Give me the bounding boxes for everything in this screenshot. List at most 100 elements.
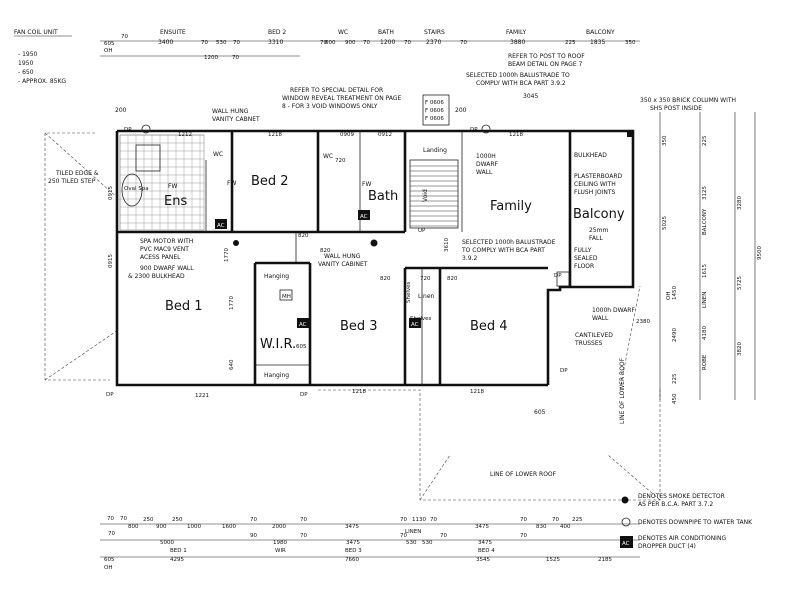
fan-coil-line: - 1950 <box>18 51 38 58</box>
dim-text: 70 <box>201 40 208 46</box>
svg-text:1770: 1770 <box>224 248 230 262</box>
svg-text:3475: 3475 <box>475 524 489 530</box>
dwarf-wall-note: 900 DWARF WALL & 2300 BULKHEAD <box>128 265 196 280</box>
fan-coil-line: - APPROX. 85KG <box>18 78 66 85</box>
dim-text: 70 <box>232 55 239 61</box>
downpipe-icon: DP DP DP DP <box>106 273 568 398</box>
smoke-detector-icon <box>233 240 239 246</box>
void-window-box <box>422 94 450 126</box>
svg-text:DENOTES AIR CONDITIONING: DENOTES AIR CONDITIONING DROPPER DUCT (4… <box>638 535 728 550</box>
legend-ac: AC DENOTES AIR CONDITIONING DROPPER DUCT… <box>620 535 728 550</box>
svg-text:225: 225 <box>572 517 583 523</box>
svg-text:LINEN: LINEN <box>405 529 421 535</box>
dim-text: 1200 <box>204 55 218 61</box>
bulkhead-note: BULKHEAD <box>574 152 607 159</box>
plan-window-dims: 1212 1218 0909 0912 1218 0915 0915 1221 … <box>108 132 650 399</box>
svg-text:DP: DP <box>554 273 562 279</box>
lower-roof-side-note: LINE OF LOWER ROOF <box>619 357 626 424</box>
svg-text:1218: 1218 <box>470 389 484 395</box>
room-bed3: Bed 3 <box>340 319 378 334</box>
svg-text:FW: FW <box>168 183 177 190</box>
svg-text:1525: 1525 <box>546 557 560 563</box>
staircase: Landing UP <box>409 147 459 234</box>
dim-text: 70 <box>404 40 411 46</box>
svg-text:225: 225 <box>672 373 678 384</box>
svg-text:0912: 0912 <box>378 132 392 138</box>
svg-text:FW: FW <box>227 180 236 187</box>
svg-text:3820: 3820 <box>737 342 743 356</box>
room-wir: W.I.R. <box>260 337 296 352</box>
svg-text:820: 820 <box>298 233 309 239</box>
dim-label: BED 2 <box>268 29 286 36</box>
dim-label: ENSUITE <box>160 29 186 36</box>
spa-motor-note: SPA MOTOR WITH PVC MAC9 VENT ACESS PANEL <box>140 238 195 261</box>
svg-text:70: 70 <box>552 517 559 523</box>
dim-label: STAIRS <box>424 29 445 36</box>
svg-text:OH: OH <box>104 565 112 571</box>
fan-coil-line: 1950 <box>18 60 33 67</box>
tiled-edge-note: TILED EDGE & 250 TILED STEP <box>48 170 100 185</box>
svg-text:450: 450 <box>672 393 678 404</box>
ac-icon: AC <box>297 318 309 328</box>
downpipe-icon <box>621 517 631 527</box>
svg-text:1980: 1980 <box>273 540 287 546</box>
fan-coil-note: FAN COIL UNIT - 1950 1950 - 650 - APPROX… <box>14 29 72 85</box>
svg-text:3475: 3475 <box>478 540 492 546</box>
svg-text:605: 605 <box>104 557 115 563</box>
svg-text:70: 70 <box>440 533 447 539</box>
room-balcony: Balcony <box>573 207 625 222</box>
room-ens: Ens <box>164 194 187 209</box>
dim-text: OH <box>104 48 112 54</box>
dim-text: 350 <box>625 40 636 46</box>
svg-text:70: 70 <box>250 517 257 523</box>
stairs-up-label: UP <box>418 228 426 234</box>
room-bed2: Bed 2 <box>251 174 289 189</box>
svg-text:5000: 5000 <box>160 540 174 546</box>
svg-text:OH: OH <box>666 292 672 300</box>
svg-text:AC: AC <box>360 214 368 220</box>
spa-label: Oval Spa <box>124 186 149 192</box>
svg-text:70: 70 <box>300 533 307 539</box>
dim-label: BATH <box>378 29 394 36</box>
fall-note: 25mm FALL <box>589 227 610 242</box>
svg-text:1770: 1770 <box>229 296 235 310</box>
roof-lines <box>44 132 661 501</box>
svg-text:WIR: WIR <box>275 548 286 554</box>
dim-text: 1835 <box>590 39 605 46</box>
dim-label: BALCONY <box>586 29 615 36</box>
dim-text: 70 <box>363 40 370 46</box>
svg-text:BED 4: BED 4 <box>478 548 495 554</box>
dim-text: 2370 <box>426 39 441 46</box>
ensuite-shower <box>135 144 161 172</box>
dim-text: 200 <box>115 107 127 114</box>
drain-icon <box>556 271 570 287</box>
svg-text:3280: 3280 <box>737 196 743 210</box>
svg-text:70: 70 <box>520 517 527 523</box>
svg-text:3475: 3475 <box>346 540 360 546</box>
svg-text:3475: 3475 <box>345 524 359 530</box>
legend-downpipe: DENOTES DOWNPIPE TO WATER TANK <box>621 517 753 527</box>
dim-text: 605 <box>534 409 546 416</box>
top-annotations: REFER TO SPECIAL DETAIL FOR WINDOW REVEA… <box>115 53 736 126</box>
svg-text:820: 820 <box>447 276 458 282</box>
svg-text:70: 70 <box>300 517 307 523</box>
dwarf-1000-note: 1000H DWARF WALL <box>476 153 500 176</box>
manhole-icon <box>279 289 293 301</box>
dim-text: 3610 <box>444 238 450 252</box>
ac-icon: AC <box>215 219 227 229</box>
svg-text:2380: 2380 <box>636 319 650 325</box>
interior-walls <box>118 131 572 385</box>
legend-downpipe-text: DENOTES DOWNPIPE TO WATER TANK <box>638 519 753 526</box>
dim-text: 600 <box>325 40 336 46</box>
balustrade-dim: 3045 <box>523 93 538 100</box>
symbols: AC AC AC AC DP DP DP DP DP DP <box>106 124 633 398</box>
svg-text:1130: 1130 <box>412 517 426 523</box>
lower-roof-note: LINE OF LOWER ROOF <box>490 471 557 478</box>
ensuite-tiles: Oval Spa <box>119 134 205 231</box>
legend-smoke: DENOTES SMOKE DETECTOR AS PER B.C.A. PAR… <box>621 493 725 508</box>
svg-text:70: 70 <box>430 517 437 523</box>
svg-text:AC: AC <box>217 223 225 229</box>
svg-text:BED 3: BED 3 <box>345 548 362 554</box>
svg-text:900: 900 <box>156 524 167 530</box>
svg-text:400: 400 <box>560 524 571 530</box>
